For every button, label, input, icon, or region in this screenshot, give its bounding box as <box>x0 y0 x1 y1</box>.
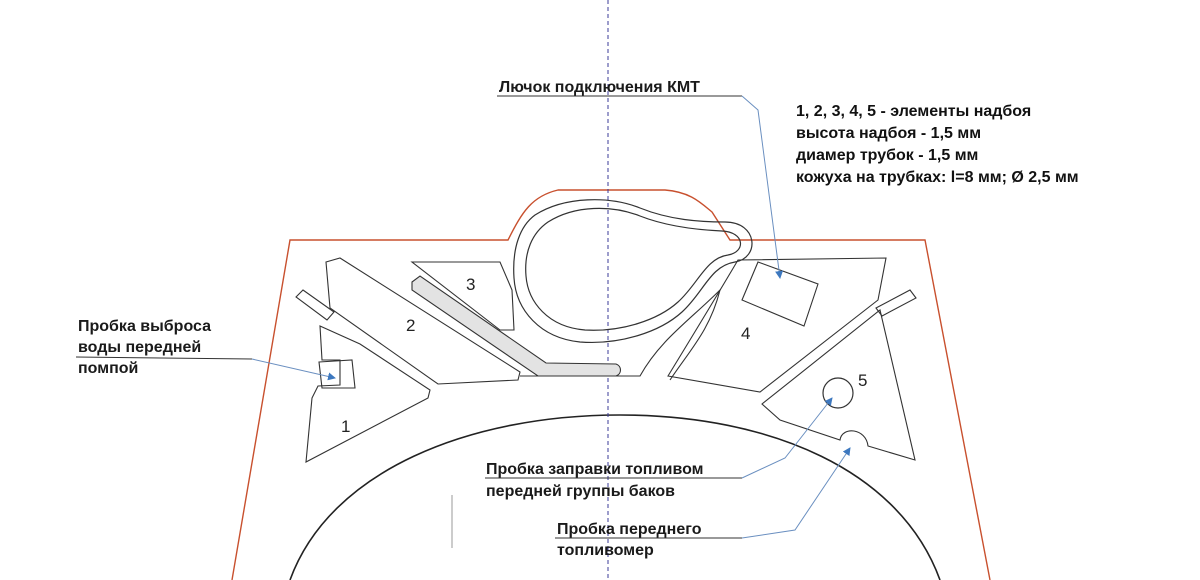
note-line-1: 1, 2, 3, 4, 5 - элементы надбоя <box>796 103 1031 120</box>
element-4-number: 4 <box>741 324 750 343</box>
element-3-number: 3 <box>466 275 475 294</box>
water-plug-label-1: Пробка выброса <box>78 318 211 335</box>
tube <box>411 275 622 377</box>
element-1 <box>305 325 431 463</box>
note-line-2: высота надбоя - 1,5 мм <box>796 125 981 142</box>
hatch-label: Лючок подключения КМТ <box>499 79 700 96</box>
element-3 <box>410 261 515 331</box>
gauge-label-1: Пробка переднего <box>557 521 702 538</box>
water-underline <box>75 356 253 360</box>
water-plug-pocket <box>318 359 356 389</box>
element-5-number: 5 <box>858 371 867 390</box>
water-plug-label-3: помпой <box>78 360 138 377</box>
water-leader <box>251 358 336 381</box>
hatch-opening-inner <box>525 207 741 331</box>
hull-outline <box>231 189 991 580</box>
fuel-filler-circle <box>822 377 854 409</box>
hatch-opening-outer <box>513 199 753 344</box>
gauge-label-2: топливомер <box>557 542 654 559</box>
element-2-number: 2 <box>406 316 415 335</box>
water-plug-label-2: воды передней <box>78 339 201 356</box>
hatch-leader <box>741 95 784 279</box>
element-5 <box>761 309 916 461</box>
slot-left <box>295 289 335 321</box>
slot-right <box>875 289 917 317</box>
fuel-fill-label-1: Пробка заправки топливом <box>486 461 703 478</box>
kmt-hatch-square <box>741 261 819 327</box>
element-4 <box>667 257 887 393</box>
note-line-4: кожуха на трубках: l=8 мм; Ø 2,5 мм <box>796 169 1079 186</box>
note-line-3: диамер трубок - 1,5 мм <box>796 147 978 164</box>
turret-ring <box>289 414 941 580</box>
gauge-leader <box>741 447 851 539</box>
fuel-fill-label-2: передней группы баков <box>486 483 675 500</box>
element-1-number: 1 <box>341 417 350 436</box>
fuel-fill-leader <box>741 397 833 479</box>
element-2 <box>325 257 521 385</box>
